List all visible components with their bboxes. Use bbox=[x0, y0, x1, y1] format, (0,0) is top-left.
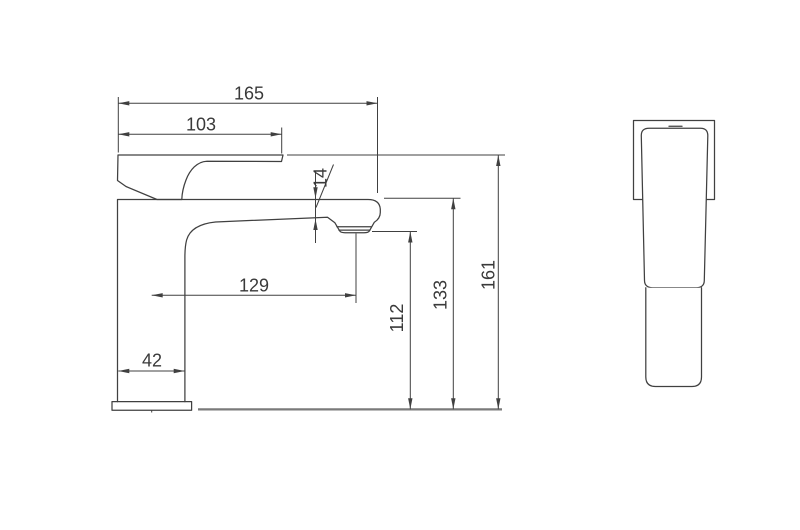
arrowhead-up bbox=[313, 219, 318, 230]
arrowhead-left bbox=[118, 132, 130, 137]
arrowhead-right bbox=[173, 368, 185, 374]
dim-165-label: 165 bbox=[234, 84, 264, 104]
arrowhead-up bbox=[408, 231, 413, 243]
dim-161-label: 161 bbox=[479, 260, 499, 290]
dim-103-label: 103 bbox=[186, 115, 216, 135]
dimension-112: 112 bbox=[372, 231, 417, 410]
front-view bbox=[111, 154, 381, 413]
arrowhead-down bbox=[451, 398, 456, 410]
arrowhead-down bbox=[408, 398, 413, 410]
arrowhead-right bbox=[270, 132, 282, 137]
arrowhead-left bbox=[151, 293, 163, 298]
faucet-handle-outline bbox=[116, 154, 284, 201]
dimension-42: 42 bbox=[118, 351, 185, 374]
dimension-161: 161 bbox=[287, 154, 505, 410]
dim-133-label: 133 bbox=[431, 280, 451, 310]
arrowhead-down bbox=[313, 187, 318, 199]
dimension-165: 165 bbox=[117, 84, 378, 193]
arrowhead-left bbox=[118, 368, 130, 374]
dimension-129: 129 bbox=[151, 233, 357, 303]
arrowhead-down bbox=[496, 398, 501, 410]
leader-line bbox=[315, 164, 334, 208]
arrowhead-left bbox=[118, 101, 130, 106]
dimension-133: 133 bbox=[384, 197, 461, 410]
dimension-103: 103 bbox=[118, 115, 283, 154]
arrowhead-right bbox=[345, 293, 356, 298]
side-body-upper bbox=[640, 127, 709, 289]
arrowhead-right bbox=[366, 101, 378, 106]
dim-112-label: 112 bbox=[387, 304, 407, 333]
spout-aerator bbox=[336, 226, 373, 231]
faucet-body-outline bbox=[111, 198, 381, 411]
dimension-14: 14 bbox=[311, 164, 334, 243]
side-body-lower bbox=[645, 287, 703, 388]
arrowhead-up bbox=[451, 198, 456, 210]
arrowhead-up bbox=[496, 155, 501, 166]
side-view bbox=[632, 119, 716, 388]
dim-14-label: 14 bbox=[311, 168, 331, 188]
dim-129-label: 129 bbox=[239, 276, 269, 296]
dim-42-label: 42 bbox=[142, 351, 162, 371]
